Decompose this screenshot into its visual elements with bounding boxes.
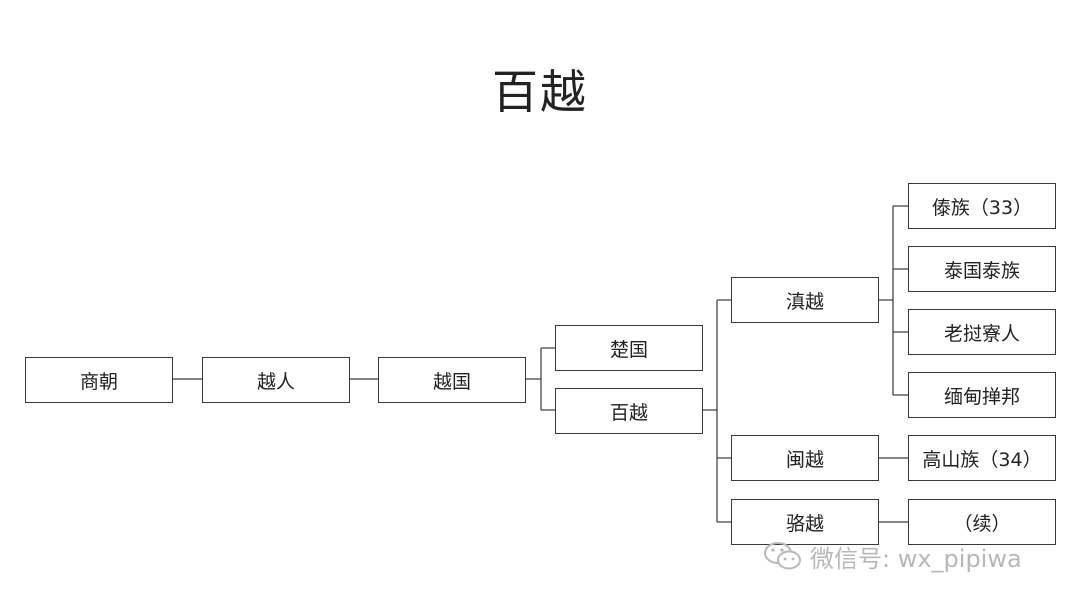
- node-yue-state: 越国: [378, 357, 526, 403]
- node-yue-people: 越人: [202, 357, 350, 403]
- node-chu-state: 楚国: [555, 325, 703, 371]
- node-baiyue: 百越: [555, 388, 703, 434]
- node-continued: （续）: [908, 499, 1056, 545]
- node-shan-state: 缅甸掸邦: [908, 372, 1056, 418]
- node-gaoshan-people: 高山族（34）: [908, 435, 1056, 481]
- wechat-icon: [764, 542, 801, 570]
- wechat-watermark: 微信号: wx_pipiwa: [762, 536, 1022, 576]
- node-luo-yue: 骆越: [731, 499, 879, 545]
- node-shang-dynasty: 商朝: [25, 357, 173, 403]
- node-dai-people: 傣族（33）: [908, 183, 1056, 229]
- node-dian-yue: 滇越: [731, 277, 879, 323]
- node-min-yue: 闽越: [731, 435, 879, 481]
- node-thai-people: 泰国泰族: [908, 246, 1056, 292]
- watermark-text: 微信号: wx_pipiwa: [810, 544, 1022, 573]
- node-lao-people: 老挝寮人: [908, 309, 1056, 355]
- diagram-title: 百越: [492, 65, 588, 119]
